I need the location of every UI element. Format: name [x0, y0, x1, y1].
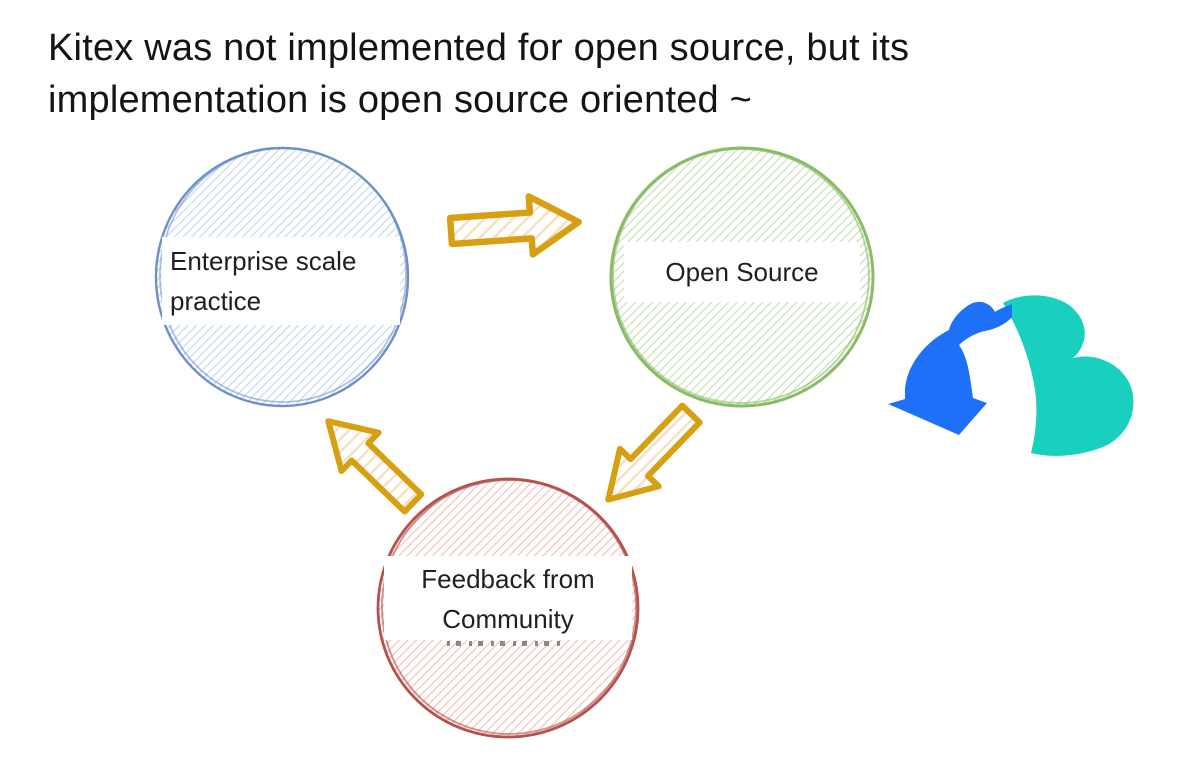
feedback-node-label: Feedback from Community: [384, 556, 632, 640]
occluded-text-fragment: [447, 641, 563, 646]
cloudwego-logo: [888, 295, 1134, 456]
arrow-feedback-to-enterprise-icon: [310, 402, 432, 522]
arrow-opensource-to-feedback-icon: [589, 395, 710, 518]
page-title: Kitex was not implemented for open sourc…: [48, 27, 910, 121]
enterprise-node-label: Enterprise scale practice: [162, 237, 400, 325]
arrow-enterprise-to-opensource-icon: [449, 193, 581, 260]
logo-blue-arrow-icon: [888, 301, 1012, 435]
open-source-node-label: Open Source: [624, 242, 860, 302]
logo-teal-cloud-icon: [1003, 295, 1134, 456]
